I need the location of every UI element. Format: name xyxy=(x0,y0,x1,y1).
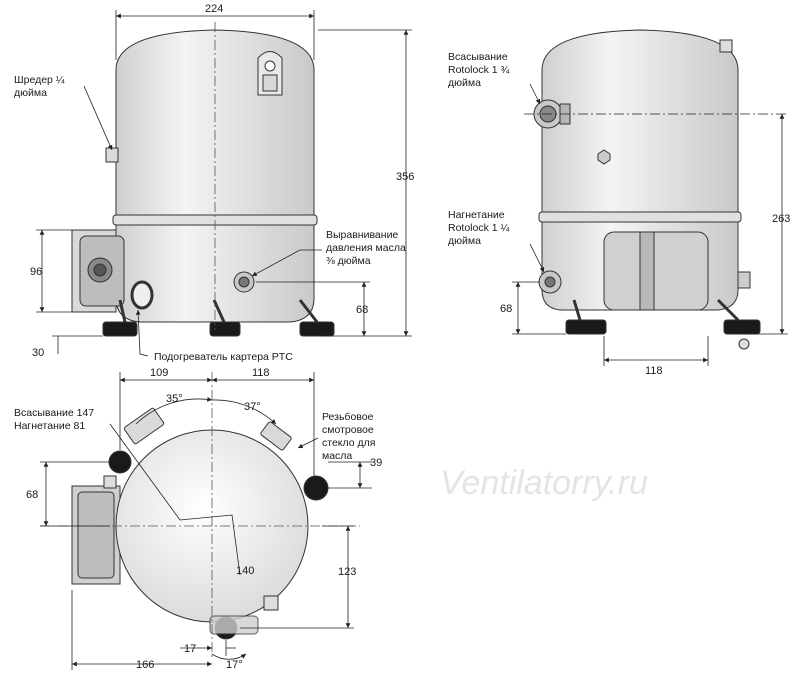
top-17-dim: 17 xyxy=(184,643,196,655)
top-radius-dim: 140 xyxy=(236,565,254,577)
side-box-dim: 118 xyxy=(645,365,663,377)
sight-glass-label: Резьбовое xyxy=(322,411,374,423)
side-terminal-box xyxy=(603,231,709,311)
crankcase-heater xyxy=(130,280,154,310)
top-angle-bottom: 17° xyxy=(226,659,243,671)
sight-glass-label-3: стекло для xyxy=(322,437,375,449)
front-dimensions xyxy=(36,10,412,357)
top-oil-port xyxy=(303,475,329,501)
top-sight-dim: 39 xyxy=(370,457,382,469)
front-lower-body xyxy=(115,224,315,323)
front-foot-dim: 30 xyxy=(32,347,44,359)
heater-label: Подогреватель картера PTC xyxy=(154,351,293,363)
top-right-dim: 118 xyxy=(252,367,270,379)
front-box-dim: 96 xyxy=(30,266,42,278)
oil-eq-label: Выравнивание xyxy=(326,229,398,241)
oil-eq-label-3: ⅜ дюйма xyxy=(326,255,371,267)
schrader-label-2: дюйма xyxy=(14,87,47,99)
top-angle-right: 37° xyxy=(244,401,261,413)
front-height-dim: 356 xyxy=(396,171,414,183)
front-width-dim: 224 xyxy=(205,3,223,15)
side-suction-label: Всасывание xyxy=(448,51,508,63)
side-discharge-label: Нагнетание xyxy=(448,209,505,221)
watermark: Ventilatorry.ru xyxy=(440,464,648,502)
side-shell xyxy=(541,29,739,213)
front-oil-dim: 68 xyxy=(356,304,368,316)
side-dimensions xyxy=(512,83,788,366)
side-suction-label-3: дюйма xyxy=(448,77,481,89)
front-view xyxy=(71,22,335,337)
side-discharge-dim: 68 xyxy=(500,303,512,315)
side-height-dim: 263 xyxy=(772,213,790,225)
side-discharge-label-2: Rotolock 1 ¼ xyxy=(448,222,510,234)
front-foot-left xyxy=(102,321,138,337)
top-dimensions xyxy=(40,372,372,670)
oil-eq-label-2: давления масла xyxy=(326,242,406,254)
schrader-label: Шредер ¼ xyxy=(14,74,65,86)
schrader-valve xyxy=(105,147,119,163)
top-suction-label: Всасывание 147 xyxy=(14,407,94,419)
top-left-dim: 109 xyxy=(150,367,168,379)
top-view xyxy=(71,407,329,640)
top-suction-port xyxy=(108,450,132,474)
sight-glass-label-4: масла xyxy=(322,450,352,462)
top-bottom-right-dim: 123 xyxy=(338,566,356,578)
top-bottom-dim: 166 xyxy=(136,659,154,671)
top-left-68-dim: 68 xyxy=(26,489,38,501)
top-discharge-label: Нагнетание 81 xyxy=(14,420,85,432)
side-discharge-label-3: дюйма xyxy=(448,235,481,247)
side-suction-label-2: Rotolock 1 ¾ xyxy=(448,64,510,76)
sight-glass-label-2: смотровое xyxy=(322,424,374,436)
top-angle-left: 35° xyxy=(166,393,183,405)
side-view xyxy=(533,29,761,350)
